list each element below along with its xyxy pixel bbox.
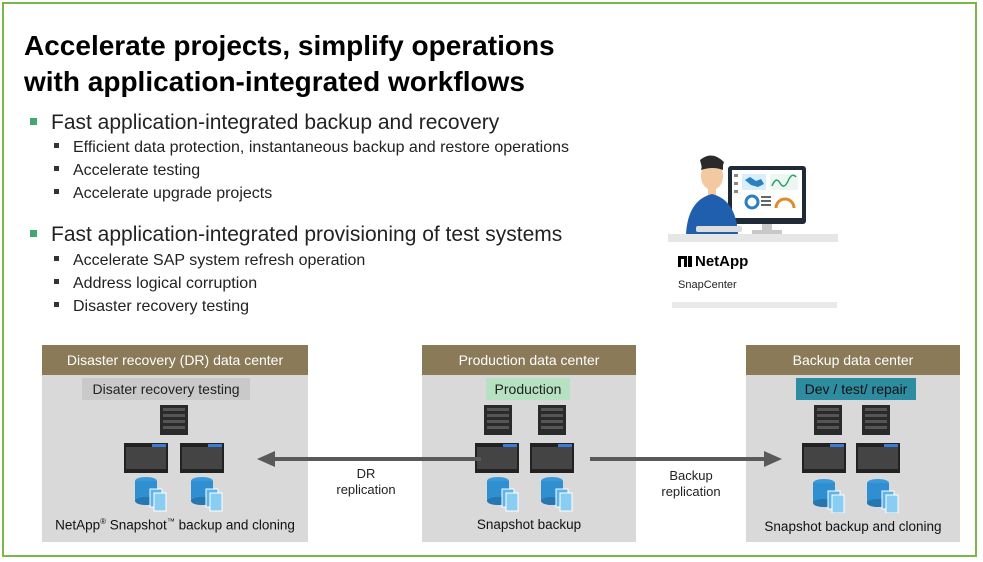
dr-replication-label: DR replication [318,466,414,498]
sub-bullet: Address logical corruption [54,275,257,293]
backup-replication-arrow-icon [590,451,782,467]
bullet-2-text: Fast application-integrated provisioning… [51,223,563,246]
netapp-brand: NetApp [695,253,749,270]
dr-datacenter: Disaster recovery (DR) data center Disat… [42,345,308,542]
sub-bullet: Accelerate testing [54,162,200,180]
production-datacenter-title: Production data center [422,345,636,375]
page-title: Accelerate projects, simplify operations… [24,28,555,100]
dr-replication-line1: DR [356,466,376,481]
dr-replication-arrow-icon [257,451,481,467]
dr-storage-icons [124,405,224,512]
dr-caption-prefix: NetApp [55,517,101,533]
backup-caption: Snapshot backup and cloning [764,519,942,534]
netapp-logo: NetApp [678,253,748,270]
production-storage-icons [475,405,574,512]
dr-caption-suffix: backup and cloning [174,517,295,533]
bullet-2: Fast application-integrated provisioning… [30,223,562,247]
netapp-mark-icon [678,256,692,267]
sub-bullet: Disaster recovery testing [54,298,249,316]
dr-caption-tm: ™ [166,517,175,526]
dr-caption-reg: ® [100,517,107,526]
production-caption: Snapshot backup [476,517,582,532]
logo-underline [672,302,837,308]
sub-bullet: Accelerate upgrade projects [54,185,272,203]
dr-caption: NetApp® Snapshot™ backup and cloning [42,517,308,533]
dr-tag: Disater recovery testing [82,378,250,400]
backup-tag: Dev / test/ repair [796,378,916,400]
backup-replication-line2: replication [661,484,721,499]
production-datacenter: Production data center Production Snapsh… [422,345,636,542]
sub-bullet-text: Efficient data protection, instantaneous… [73,139,570,156]
dr-replication-line2: replication [336,482,396,497]
bullet-1-text: Fast application-integrated backup and r… [51,111,500,134]
sub-bullet-text: Accelerate testing [73,162,201,179]
sub-bullet: Accelerate SAP system refresh operation [54,252,365,270]
sub-bullet-text: Accelerate SAP system refresh operation [73,252,366,269]
backup-storage-icons [802,405,900,513]
sub-bullet: Efficient data protection, instantaneous… [54,139,569,157]
sub-bullet-text: Accelerate upgrade projects [73,185,273,202]
dr-datacenter-title: Disaster recovery (DR) data center [42,345,308,375]
production-tag: Production [486,378,570,400]
backup-replication-line1: Backup [669,468,713,483]
title-line-1: Accelerate projects, simplify operations [24,30,555,61]
backup-datacenter-title: Backup data center [746,345,960,375]
sub-bullet-text: Address logical corruption [73,275,258,292]
snapcenter-label: SnapCenter [678,279,737,291]
sub-bullet-text: Disaster recovery testing [73,298,250,315]
dr-caption-mid: Snapshot [106,517,167,533]
title-line-2: with application-integrated workflows [24,66,525,97]
backup-datacenter: Backup data center Dev / test/ repair Sn… [746,345,960,542]
backup-replication-label: Backup replication [642,468,740,500]
bullet-1: Fast application-integrated backup and r… [30,111,499,135]
user-at-computer-icon [668,155,838,242]
